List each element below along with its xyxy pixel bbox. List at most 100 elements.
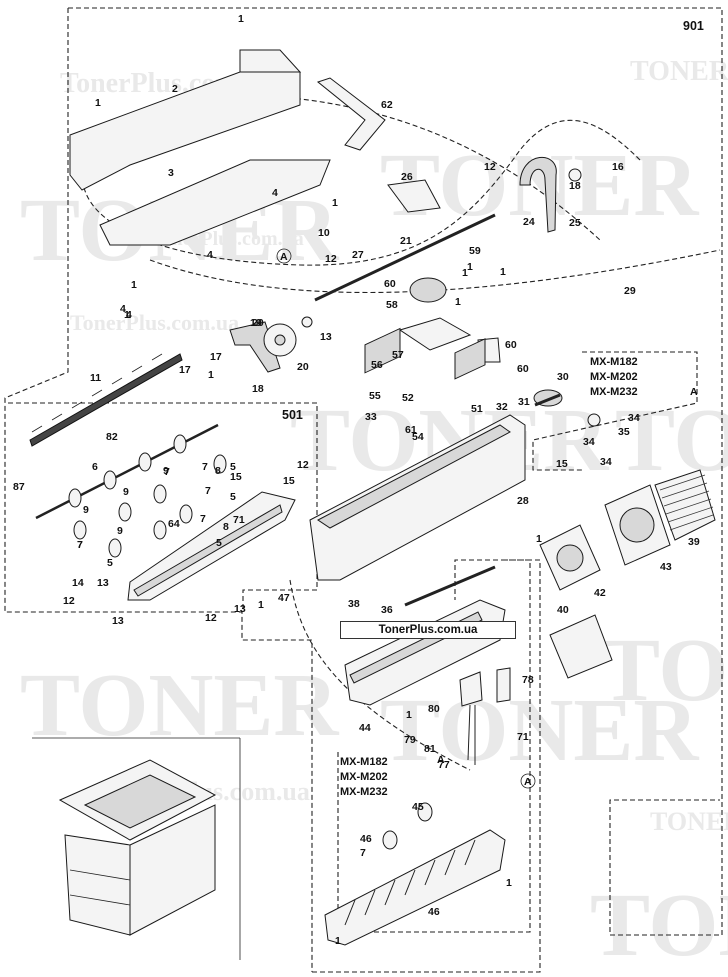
- callout-number: 13: [112, 615, 124, 627]
- callout-number: 5: [230, 491, 236, 503]
- callout-number: 3: [168, 167, 174, 179]
- callout-number: 58: [386, 299, 398, 311]
- callout-number: 1: [455, 296, 461, 308]
- callout-number: 18: [252, 383, 264, 395]
- model-name: MX-M232: [590, 386, 638, 398]
- callout-number: 55: [369, 390, 381, 402]
- callout-number: 80: [428, 703, 440, 715]
- brush-bristles: [31, 353, 163, 433]
- callout-number: 40: [557, 604, 569, 616]
- callout-number: 57: [392, 349, 404, 361]
- model-note-lower: MX-M182 MX-M202 MX-M232: [340, 756, 388, 798]
- callout-number: 5: [216, 537, 222, 549]
- wire-route: [289, 579, 471, 771]
- callout-number: 1: [462, 267, 468, 279]
- boundary-501: [8, 402, 318, 612]
- callout-number: 7: [77, 539, 83, 551]
- callout-number: 31: [518, 396, 530, 408]
- callout-number: 15: [230, 471, 242, 483]
- roller: [153, 520, 167, 540]
- fan-blade: [619, 507, 655, 543]
- callout-number: 35: [618, 426, 630, 438]
- watermark-text: TONER: [630, 56, 728, 87]
- arm-26: [519, 156, 557, 233]
- gear-hub: [274, 334, 286, 346]
- model-name: MX-M182: [590, 356, 638, 368]
- callout-number: 13: [320, 331, 332, 343]
- callout-number: 13: [97, 577, 109, 589]
- callout-number: 13: [234, 603, 246, 615]
- roller-18: [568, 168, 582, 182]
- callout-number: 8: [215, 465, 221, 477]
- callout-number: 7: [205, 485, 211, 497]
- callout-number: 19: [250, 317, 262, 329]
- model-name: MX-M182: [340, 756, 388, 768]
- callout-number: 29: [624, 285, 636, 297]
- watermark-text: TONER: [615, 391, 728, 490]
- callout-number: 4: [207, 249, 213, 261]
- guide-frame-rib: [133, 504, 283, 597]
- callout-number: 1: [258, 599, 264, 611]
- wire-route: [82, 119, 641, 266]
- roller: [213, 454, 227, 474]
- brush-bar: [29, 353, 183, 447]
- guide-47: [324, 829, 506, 946]
- rod-38: [404, 565, 496, 607]
- wire-route: [149, 249, 721, 293]
- callout-number: 38: [348, 598, 360, 610]
- model-note-upper: MX-M182 MX-M202 MX-M232: [590, 356, 638, 398]
- callout-number: 34: [628, 412, 640, 424]
- roller: [153, 484, 167, 504]
- ref-marker: A: [276, 248, 292, 264]
- rollers-5: [73, 454, 227, 558]
- callout-number: 77: [438, 759, 450, 771]
- callout-number: 60: [505, 339, 517, 351]
- callout-number: 27: [352, 249, 364, 261]
- callout-number: 47: [278, 592, 290, 604]
- callout-number: 4: [120, 303, 126, 315]
- rollers-9: [68, 434, 187, 508]
- callout-number: 34: [583, 436, 595, 448]
- callout-number: 33: [365, 411, 377, 423]
- bracket-end: [239, 49, 302, 73]
- callout-number: 6: [92, 461, 98, 473]
- callout-number: 54: [412, 431, 424, 443]
- callout-number: 20: [252, 317, 264, 329]
- plate-58: [398, 317, 472, 351]
- boundary-901: [68, 7, 723, 936]
- watermark-text: TONER: [380, 136, 699, 235]
- callout-number: 60: [517, 363, 529, 375]
- source-banner: TonerPlus.com.ua: [340, 621, 516, 639]
- callout-number: 82: [106, 431, 118, 443]
- watermark-text: TonerPlus.com.ua: [70, 310, 239, 335]
- harness-78: [467, 704, 476, 765]
- guide-47-ribs: [344, 839, 476, 926]
- callout-number: 44: [359, 722, 371, 734]
- boundary-901-left: [4, 8, 313, 972]
- callout-number: 1: [335, 935, 341, 947]
- shaft-6: [35, 423, 219, 520]
- callout-number: 81: [424, 743, 436, 755]
- ref-circle: [520, 773, 536, 789]
- callout-number: 2: [172, 83, 178, 95]
- callout-number: 1: [131, 279, 137, 291]
- model-name: MX-M202: [340, 771, 388, 783]
- roller: [73, 520, 87, 540]
- callout-number: 17: [179, 364, 191, 376]
- callout-number: 5: [107, 557, 113, 569]
- gear-13: [301, 316, 313, 328]
- callout-number: 12: [63, 595, 75, 607]
- callout-number: 24: [523, 216, 535, 228]
- callout-number: 15: [556, 458, 568, 470]
- roller-46: [417, 802, 433, 822]
- bracket-27: [387, 179, 441, 213]
- watermark-text: TONER: [600, 621, 728, 720]
- roller-46: [382, 830, 398, 850]
- callout-number: 7: [202, 461, 208, 473]
- roller: [103, 470, 117, 490]
- printer-glass: [83, 774, 197, 829]
- callout-number: 1: [332, 197, 338, 209]
